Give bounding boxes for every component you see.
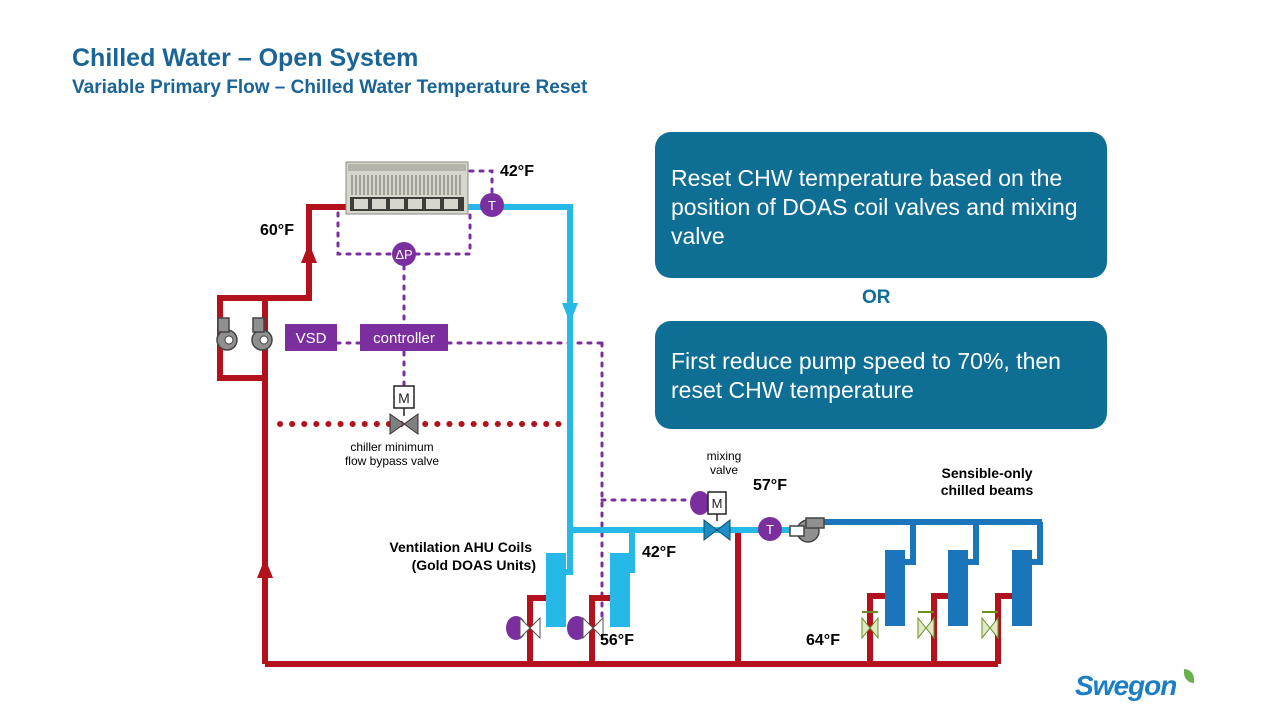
- bypass-valve-label-2: flow bypass valve: [345, 454, 439, 468]
- beam-supply-pipe: [820, 519, 1043, 565]
- temp-sensor-2: T: [758, 517, 782, 541]
- dp-sensor: ΔP: [392, 242, 416, 266]
- ahu-valve-1-icon: [506, 616, 541, 640]
- ahu-label-1: Ventilation AHU Coils: [389, 539, 532, 555]
- primary-pump-1-icon: [216, 317, 238, 351]
- return-arrow-up-2: [257, 558, 273, 578]
- control-signal-lines: [335, 169, 692, 642]
- mixing-valve-label-2: valve: [710, 463, 738, 477]
- beam-valve-1-icon: [861, 611, 879, 640]
- temp-sensor-1-label: T: [488, 198, 496, 213]
- bypass-valve-icon: [389, 413, 419, 435]
- return-arrow-up-1: [301, 243, 317, 263]
- page-subtitle: Variable Primary Flow – Chilled Water Te…: [72, 77, 588, 98]
- ahu-coil-2: [610, 553, 630, 627]
- mixing-valve-label-1: mixing: [707, 449, 742, 463]
- beams-label-1: Sensible-only: [941, 465, 1032, 481]
- callout-reset-temperature: Reset CHW temperature based on the posit…: [655, 132, 1107, 278]
- mixing-motor-label: M: [712, 496, 723, 511]
- temp-beam-return-label: 64°F: [806, 632, 840, 649]
- chiller-unit: [345, 161, 469, 215]
- chilled-beam-1: [885, 550, 905, 626]
- beam-valve-3-icon: [981, 611, 999, 640]
- temp-return-label: 60°F: [260, 222, 294, 239]
- chilled-beam-2: [948, 550, 968, 626]
- callout-reduce-pump-speed: First reduce pump speed to 70%, then res…: [655, 321, 1107, 429]
- vsd-label: VSD: [296, 330, 327, 347]
- supply-arrow-down: [562, 303, 578, 323]
- temp-beam-supply-label: 57°F: [753, 477, 787, 494]
- logo-leaf-icon: [1184, 669, 1194, 683]
- swegon-logo: Swegon: [1075, 670, 1177, 701]
- ahu-valve-2-icon: [567, 616, 604, 640]
- temp-sensor-1: T: [480, 193, 504, 217]
- return-pipes: [217, 204, 1012, 667]
- beams-label-2: chilled beams: [941, 482, 1034, 498]
- beam-valve-2-icon: [917, 611, 935, 640]
- ahu-label-2: (Gold DOAS Units): [412, 557, 536, 573]
- temp-supply-label: 42°F: [500, 163, 534, 180]
- temp-sensor-2-label: T: [766, 522, 774, 537]
- beam-pump-icon: [789, 517, 825, 543]
- page-title: Chilled Water – Open System: [72, 44, 419, 72]
- mixing-valve-icon: M: [690, 491, 731, 542]
- vsd-box: [285, 324, 337, 351]
- controller-label: controller: [373, 330, 435, 347]
- bypass-valve-label-1: chiller minimum: [350, 440, 433, 454]
- temp-ahu-return-label: 56°F: [600, 632, 634, 649]
- primary-pump-2-icon: [251, 317, 273, 351]
- controller-box: [360, 324, 448, 351]
- dp-sensor-label: ΔP: [395, 247, 412, 262]
- chilled-beam-3: [1012, 550, 1032, 626]
- temp-ahu-supply-label: 42°F: [642, 544, 676, 561]
- bypass-motor-label: M: [398, 390, 410, 406]
- or-label: OR: [862, 287, 891, 308]
- ahu-coil-1: [546, 553, 566, 627]
